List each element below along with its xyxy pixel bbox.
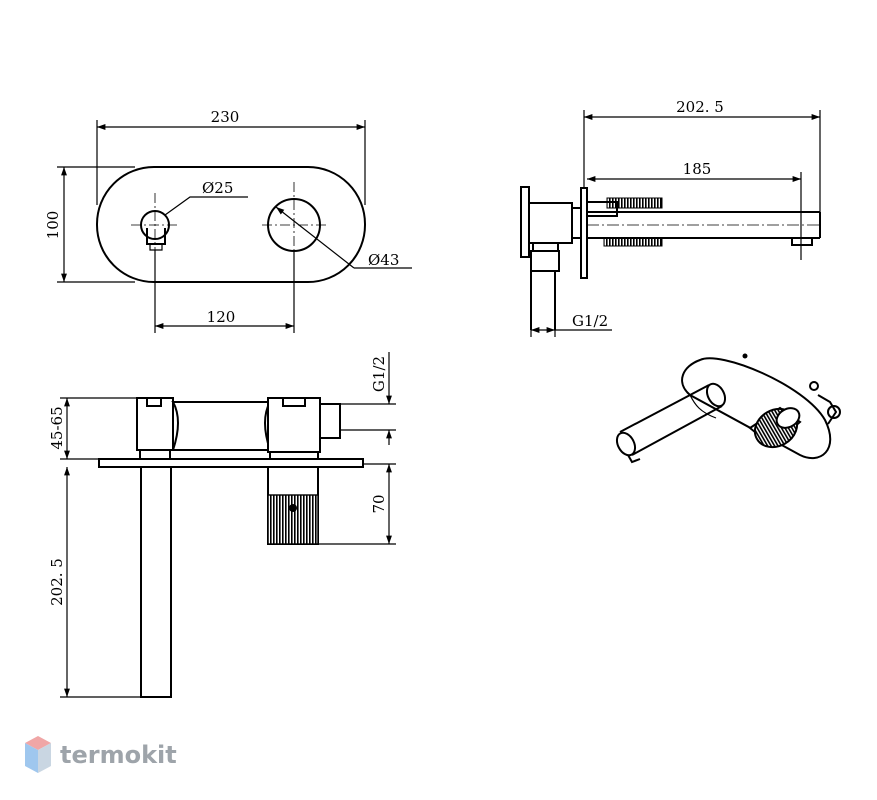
- dim-front-width: 230: [211, 108, 240, 126]
- isometric-view: [615, 353, 841, 464]
- logo-cube-left: [25, 743, 38, 773]
- plan-view: G1/2 45-65 202. 5 70: [48, 352, 396, 698]
- logo-text: termokit: [60, 741, 177, 769]
- dim-side-total: 202. 5: [676, 98, 724, 116]
- dim-large-diameter: Ø43: [368, 251, 399, 269]
- dim-plan-cartridge: 70: [370, 494, 388, 513]
- dim-center-distance: 120: [207, 308, 236, 326]
- dim-plan-depth: 45-65: [48, 406, 66, 449]
- dim-side-thread: G1/2: [572, 312, 608, 330]
- dim-small-diameter: Ø25: [202, 179, 233, 197]
- dim-plan-thread: G1/2: [370, 356, 388, 392]
- logo-cube-right: [38, 743, 51, 773]
- dim-plan-spout: 202. 5: [48, 558, 66, 606]
- dim-front-height: 100: [44, 211, 62, 240]
- side-view: 202. 5 185 G1/2: [520, 98, 821, 337]
- front-view: 230 100 Ø25 Ø43 120: [44, 108, 412, 333]
- termokit-logo: termokit: [25, 736, 177, 773]
- front-plate: [96, 166, 366, 283]
- dim-side-spout: 185: [683, 160, 712, 178]
